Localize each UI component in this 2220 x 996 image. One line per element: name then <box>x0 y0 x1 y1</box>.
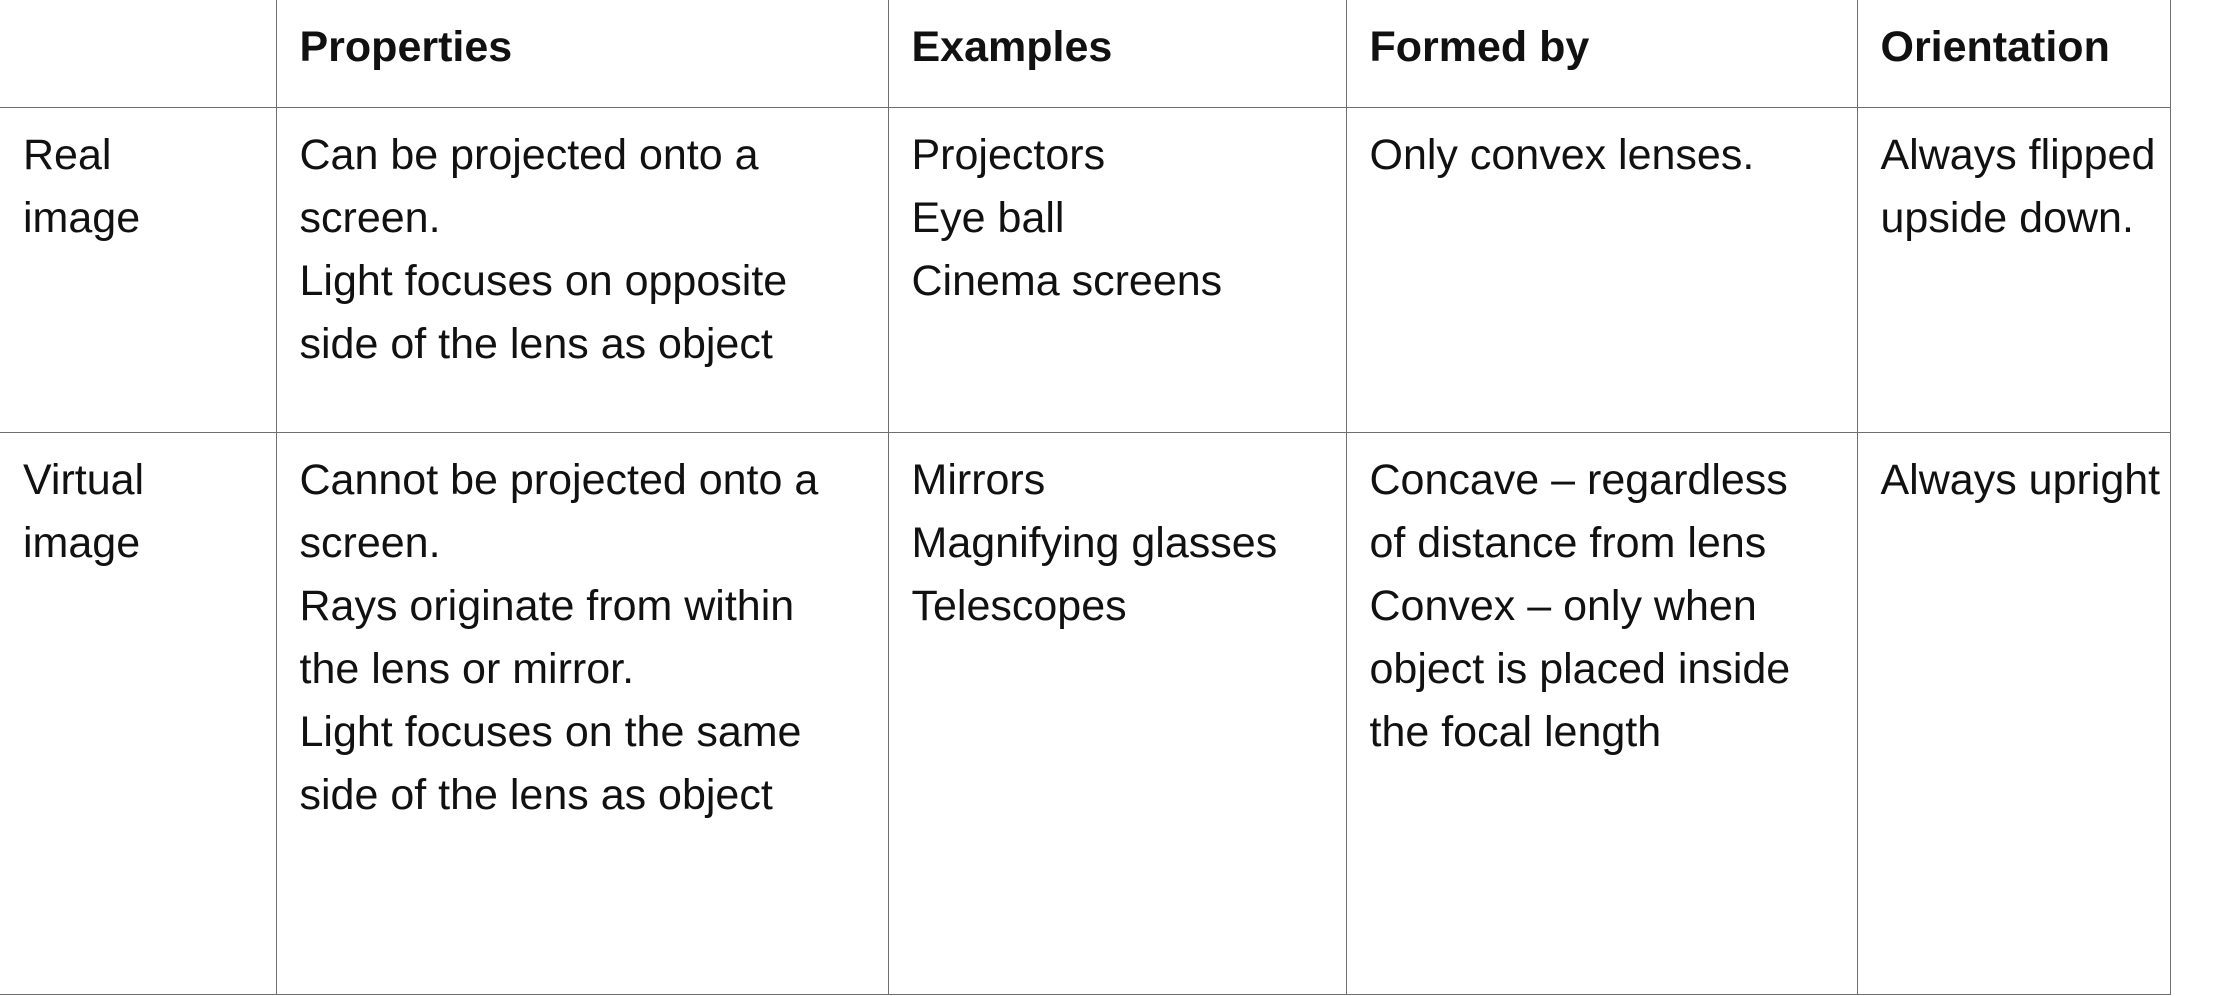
formed-by-cell: Only convex lenses. <box>1345 106 1858 433</box>
header-empty-cell <box>0 0 277 108</box>
formed-by-line: the focal length <box>1369 707 1662 756</box>
orientation-cell: Always flipped upside down. <box>1856 106 2171 433</box>
formed-by-cell: Concave – regardless of distance from le… <box>1345 431 1858 995</box>
examples-line: Cinema screens <box>911 256 1223 305</box>
examples-line: Projectors <box>911 130 1106 179</box>
orientation-line: upside down. <box>1880 193 2134 242</box>
formed-by-line: Concave – regardless <box>1369 455 1788 504</box>
comparison-table: Properties Examples Formed by Orientatio… <box>0 0 2171 995</box>
examples-line: Telescopes <box>911 581 1127 630</box>
table-header-row: Properties Examples Formed by Orientatio… <box>0 0 2171 108</box>
row-label-cell: Virtual image <box>0 431 277 995</box>
properties-line: screen. <box>299 193 441 242</box>
formed-by-line: of distance from lens <box>1369 518 1767 567</box>
table-row-real-image: Real image Can be projected onto a scree… <box>0 106 2171 433</box>
orientation-line: Always flipped <box>1880 130 2156 179</box>
properties-cell: Can be projected onto a screen. Light fo… <box>275 106 889 433</box>
examples-line: Eye ball <box>911 193 1065 242</box>
header-properties: Properties <box>275 0 889 108</box>
header-examples: Examples <box>887 0 1347 108</box>
formed-by-line: Only convex lenses. <box>1369 130 1755 179</box>
row-label-line: Real <box>23 130 112 179</box>
properties-line: the lens or mirror. <box>299 644 635 693</box>
orientation-cell: Always upright <box>1856 431 2171 995</box>
header-formed-by: Formed by <box>1345 0 1858 108</box>
properties-line: Can be projected onto a <box>299 130 759 179</box>
examples-line: Mirrors <box>911 455 1046 504</box>
examples-line: Magnifying glasses <box>911 518 1278 567</box>
properties-line: side of the lens as object <box>299 319 773 368</box>
formed-by-line: Convex – only when <box>1369 581 1757 630</box>
properties-cell: Cannot be projected onto a screen. Rays … <box>275 431 889 995</box>
header-orientation: Orientation <box>1856 0 2171 108</box>
formed-by-line: object is placed inside <box>1369 644 1791 693</box>
row-label-line: image <box>23 193 141 242</box>
orientation-line: Always upright <box>1880 455 2161 504</box>
properties-line: Light focuses on the same <box>299 707 802 756</box>
table-row-virtual-image: Virtual image Cannot be projected onto a… <box>0 431 2171 995</box>
examples-cell: Projectors Eye ball Cinema screens <box>887 106 1347 433</box>
row-label-cell: Real image <box>0 106 277 433</box>
properties-line: screen. <box>299 518 441 567</box>
properties-line: Rays originate from within <box>299 581 795 630</box>
row-label-line: image <box>23 518 141 567</box>
row-label-line: Virtual <box>23 455 145 504</box>
properties-line: side of the lens as object <box>299 770 773 819</box>
properties-line: Light focuses on opposite <box>299 256 788 305</box>
examples-cell: Mirrors Magnifying glasses Telescopes <box>887 431 1347 995</box>
properties-line: Cannot be projected onto a <box>299 455 819 504</box>
